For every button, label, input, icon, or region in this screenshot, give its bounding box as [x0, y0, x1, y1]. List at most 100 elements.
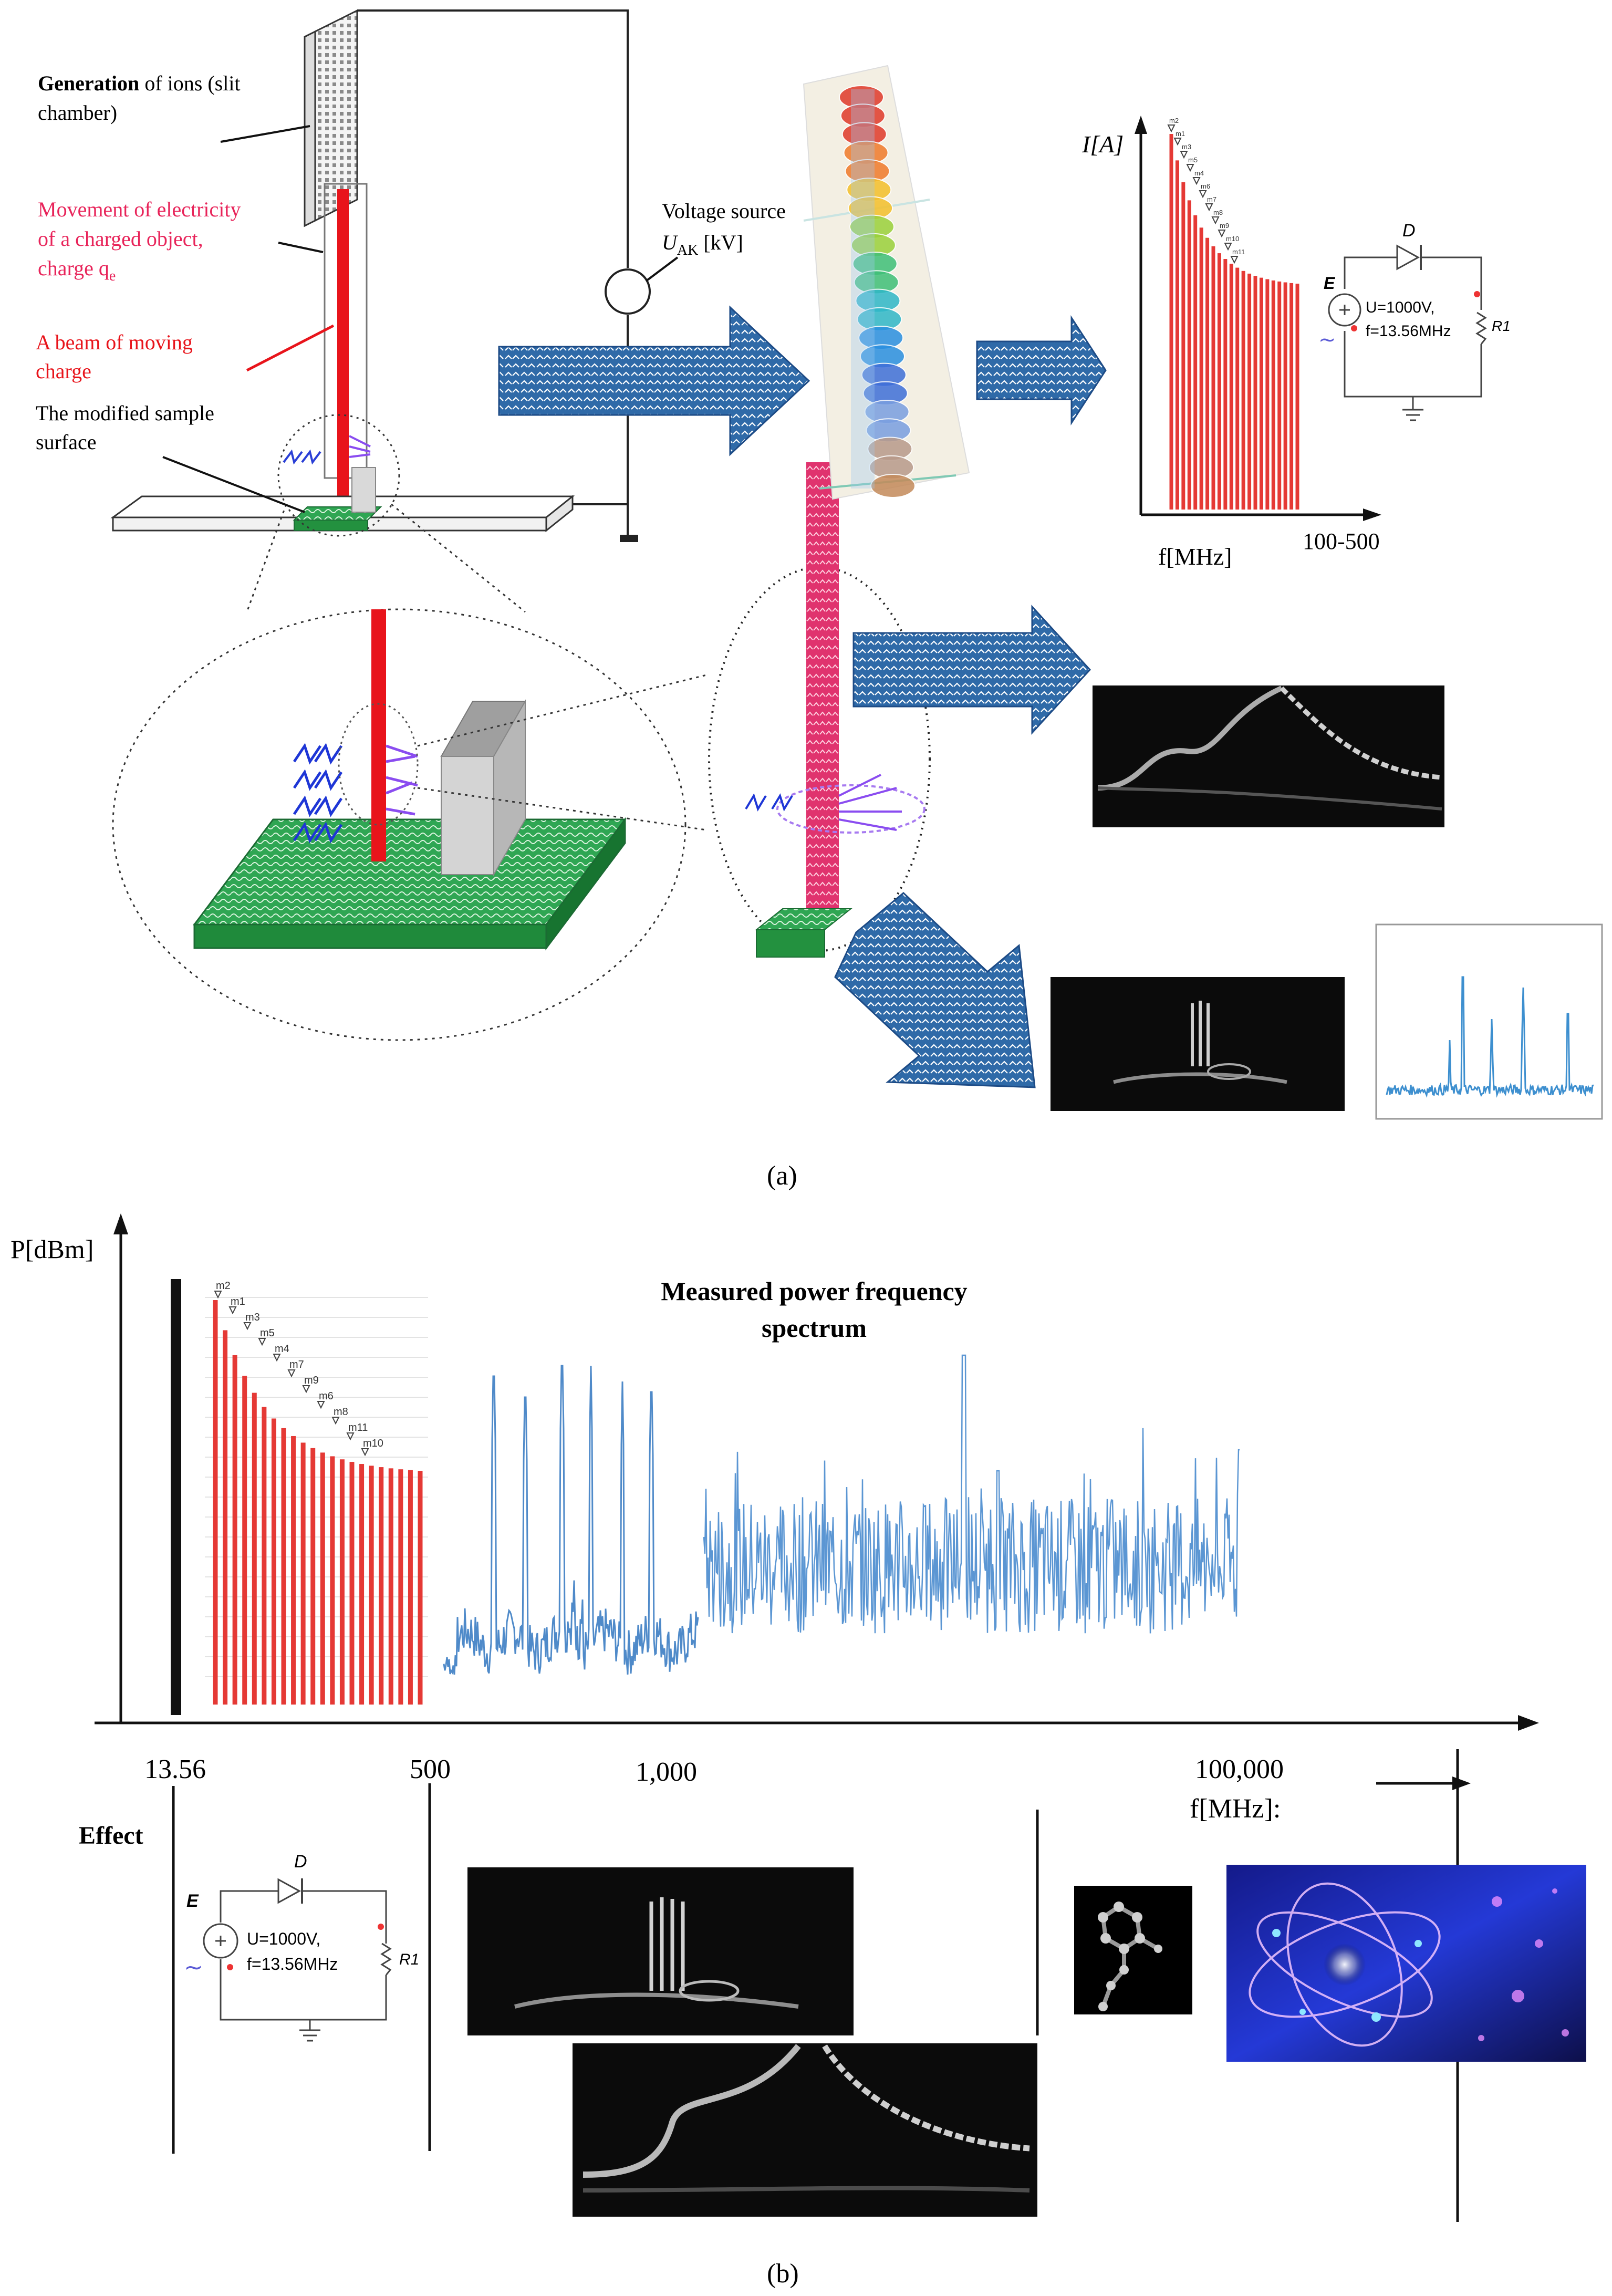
circuit-bottom-resistor: R1 — [399, 1951, 419, 1968]
power-bar — [408, 1470, 413, 1705]
molecule-image — [1074, 1886, 1192, 2014]
zoom-circle-small — [277, 414, 400, 537]
sample-large — [193, 817, 627, 951]
circuit-bottom-diode: D — [294, 1852, 307, 1872]
label-voltage-2: UAK [kV] — [662, 231, 743, 258]
marker-label: m7 — [289, 1359, 304, 1370]
current-bar — [1187, 200, 1191, 510]
tick-100000: 100,000 — [1195, 1754, 1284, 1784]
power-x-ticks: 13.56 500 1,000 100,000 f[MHz]: — [144, 1754, 1284, 1824]
arrow-to-spectrum — [976, 315, 1107, 426]
current-bar — [1253, 276, 1257, 510]
label-voltage-1: Voltage source — [662, 199, 786, 223]
simulation-bead — [870, 474, 916, 498]
marker-triangle — [258, 1338, 266, 1346]
power-bar — [349, 1462, 355, 1705]
panel-b: P[dBm] Measured power frequency spectrum… — [11, 1213, 1586, 2289]
marker-triangle — [1218, 230, 1226, 238]
current-bar — [1283, 282, 1287, 510]
grey-block — [440, 699, 526, 877]
tick-13-56: 13.56 — [144, 1754, 206, 1784]
circuit-top-resistor: R1 — [1492, 318, 1511, 334]
power-title-2: spectrum — [762, 1313, 867, 1343]
current-bar — [1223, 259, 1228, 510]
power-bar — [388, 1468, 393, 1705]
power-bar — [232, 1355, 237, 1705]
power-bar — [271, 1418, 276, 1705]
tick-1000: 1,000 — [636, 1757, 697, 1787]
marker-label: m11 — [348, 1422, 368, 1433]
marker-label: m6 — [319, 1390, 334, 1402]
power-bar — [310, 1448, 316, 1705]
label-beam-2: charge — [36, 359, 91, 383]
marker-label: m2 — [1169, 117, 1179, 124]
power-bar — [418, 1471, 423, 1705]
power-bar — [330, 1456, 335, 1705]
current-bar — [1217, 253, 1221, 510]
power-bar — [223, 1330, 228, 1705]
red-beam-large — [371, 609, 386, 861]
svg-text:∼: ∼ — [184, 1955, 203, 1980]
sample-column-base — [755, 908, 852, 958]
marker-triangle — [1224, 243, 1232, 251]
circuit-top-voltage: U=1000V, — [1366, 299, 1435, 316]
current-bar — [1247, 273, 1252, 510]
current-bar — [1235, 267, 1240, 510]
label-beam-1: A beam of moving — [36, 330, 193, 354]
panel-a-labels: Generation of ions (slit chamber) Moveme… — [36, 71, 786, 513]
marker-label: m10 — [1226, 235, 1239, 243]
quantum-space-image — [1226, 1865, 1586, 2062]
power-bar — [398, 1469, 403, 1705]
pink-column — [806, 462, 839, 914]
label-movement-1: Movement of electricity — [38, 198, 241, 221]
power-bar — [252, 1393, 257, 1705]
discharge-image-a1 — [1093, 685, 1444, 827]
power-bar — [281, 1428, 286, 1705]
label-movement-2: of a charged object, — [38, 227, 203, 251]
power-bar — [369, 1466, 374, 1705]
marker-triangle — [1167, 124, 1176, 133]
marker-triangle — [243, 1322, 252, 1331]
discharge-image-b2 — [573, 2043, 1037, 2217]
current-bar — [1229, 264, 1233, 510]
power-y-label: P[dBm] — [11, 1234, 93, 1264]
current-bar — [1175, 160, 1179, 510]
marker-label: m2 — [216, 1280, 231, 1292]
marker-label: m1 — [1176, 130, 1185, 138]
marker-triangle — [1211, 216, 1220, 225]
marker-label: m8 — [334, 1406, 348, 1418]
circuit-bottom-voltage: U=1000V, — [247, 1929, 320, 1948]
label-surface-1: The modified sample — [36, 401, 214, 425]
power-bar — [262, 1407, 267, 1705]
caption-a: (a) — [767, 1161, 797, 1191]
marker-triangle — [1173, 138, 1182, 146]
measured-spectrum-500-1000 — [443, 1365, 699, 1675]
tick-500: 500 — [410, 1754, 451, 1784]
marker-triangle — [346, 1432, 355, 1441]
marker-label: m9 — [304, 1375, 319, 1386]
marker-label: m1 — [231, 1296, 245, 1307]
current-bar — [1181, 182, 1185, 510]
current-bar — [1265, 279, 1270, 510]
current-bar — [1205, 237, 1210, 510]
simulation-tube — [851, 89, 875, 489]
power-title-1: Measured power frequency — [661, 1276, 967, 1306]
power-bar — [359, 1464, 365, 1705]
marker-label: m9 — [1220, 222, 1229, 230]
power-bar — [339, 1459, 345, 1705]
marker-label: m8 — [1213, 209, 1223, 216]
marker-triangle — [331, 1417, 340, 1425]
circuit-bottom: ∼ D E U=1000V, f=13.56MHz R1 — [184, 1852, 419, 2042]
current-bar — [1169, 134, 1173, 510]
marker-label: m4 — [1194, 169, 1204, 177]
field-arrows-large — [293, 743, 418, 844]
marker-label: m4 — [275, 1343, 289, 1355]
power-bar — [300, 1442, 306, 1705]
marker-label: m6 — [1201, 182, 1210, 190]
marker-triangle — [287, 1369, 296, 1378]
current-y-label: I[A] — [1081, 131, 1124, 158]
